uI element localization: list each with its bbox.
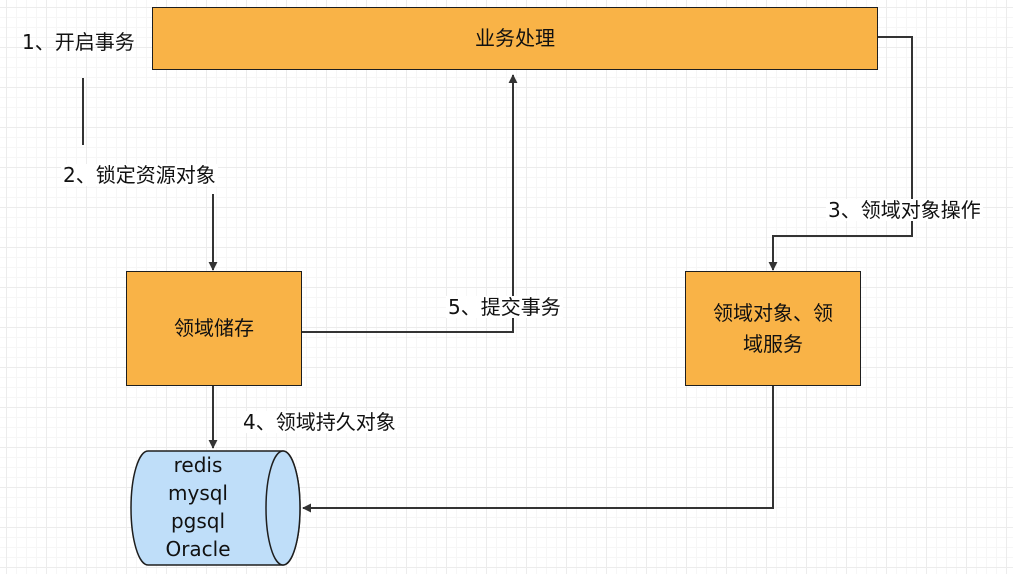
step5-arrow: [302, 74, 518, 333]
database-item-oracle: Oracle: [165, 537, 231, 561]
database-list: redis mysql pgsql Oracle: [132, 451, 264, 563]
domain-object-label-line1: 领域对象、领: [713, 300, 833, 325]
step3-label: 3、领域对象操作: [826, 198, 983, 222]
database-item-redis: redis: [173, 453, 223, 477]
step1-label: 1、开启事务: [22, 30, 135, 54]
database-item-mysql: mysql: [168, 481, 228, 505]
domain-storage-box: 领域储存: [126, 271, 302, 386]
domain-storage-label: 领域储存: [174, 316, 254, 340]
step3-arrow: [768, 36, 913, 271]
domain-object-box: 领域对象、领 域服务: [685, 271, 861, 386]
step4-label: 4、领域持久对象: [241, 410, 398, 434]
step5-label: 5、提交事务: [446, 295, 563, 319]
database-cylinder: [130, 450, 301, 566]
business-processing-label: 业务处理: [475, 26, 555, 50]
domain-object-to-db-arrow: [302, 386, 774, 513]
step2-label: 2、锁定资源对象: [61, 163, 218, 187]
business-processing-box: 业务处理: [152, 7, 878, 70]
domain-object-label-line2: 域服务: [743, 331, 803, 356]
database-item-pgsql: pgsql: [170, 509, 226, 533]
